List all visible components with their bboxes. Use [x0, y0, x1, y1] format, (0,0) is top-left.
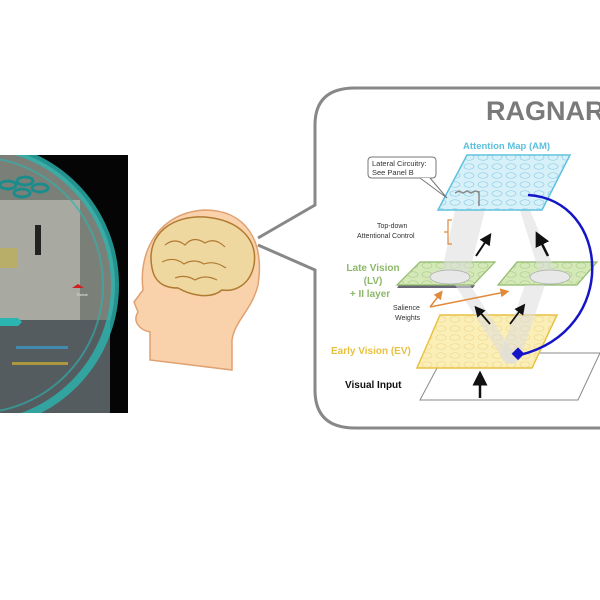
svg-text:Salience: Salience	[393, 305, 420, 312]
svg-text:Top-down: Top-down	[377, 223, 407, 230]
attention-map-label: Attention Map (AM)	[463, 141, 550, 152]
visual-input-label: Visual Input	[345, 380, 402, 391]
panel-title: RAGNAR	[486, 96, 600, 126]
lateral-circuit-trace	[454, 190, 480, 206]
feedback-arrow	[519, 193, 594, 357]
early-vision-label: Early Vision (EV)	[331, 346, 411, 357]
head-with-brain-icon	[133, 209, 261, 371]
lateral-circuitry-callout: Lateral Circuitry: See Panel B	[367, 156, 448, 199]
ragnar-panel: RAGNAR Latera	[257, 86, 600, 430]
salience-arrow-left	[429, 290, 443, 308]
svg-text:Weights: Weights	[395, 315, 421, 322]
bracket	[444, 219, 452, 245]
svg-text:Late Vision: Late Vision	[346, 263, 399, 274]
salience-arrow-right	[429, 288, 510, 308]
svg-text:See Panel B: See Panel B	[372, 168, 414, 177]
threat-label: Threat	[76, 292, 88, 297]
drone-icon	[0, 175, 50, 199]
drone-hud-photo: Threat	[0, 155, 128, 413]
late-vision-label: Late Vision (LV) + II layer	[346, 263, 399, 300]
svg-text:Lateral Circuitry:: Lateral Circuitry:	[372, 159, 427, 168]
svg-text:(LV): (LV)	[364, 276, 383, 287]
svg-text:Attentional Control: Attentional Control	[357, 233, 415, 240]
svg-text:+ II layer: + II layer	[350, 289, 390, 300]
